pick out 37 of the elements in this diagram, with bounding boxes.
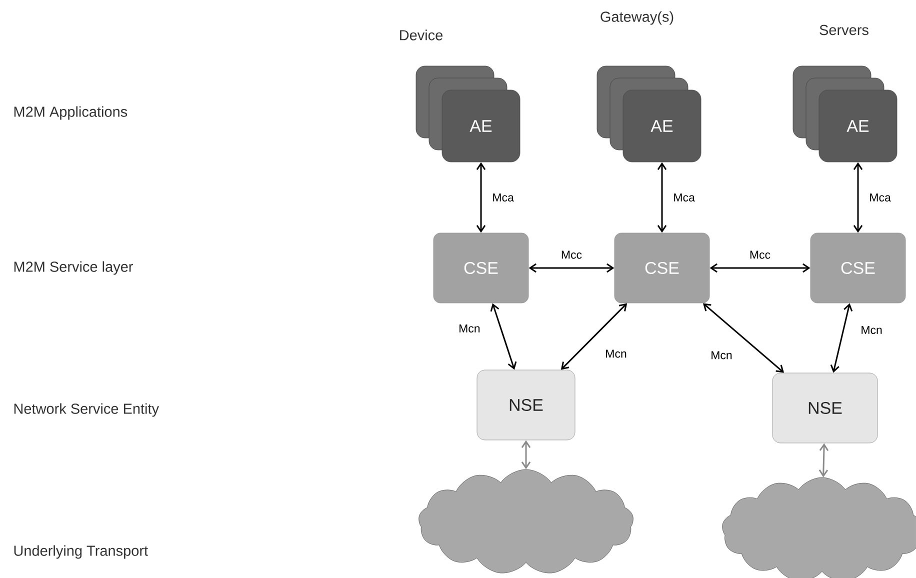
application-entity-stack: AE (416, 66, 520, 162)
application-entity-stack: AE (792, 66, 898, 162)
edge-label: Mcn (458, 323, 482, 334)
arrow (702, 303, 784, 373)
arrow (830, 303, 853, 373)
edge-label: Mca (672, 192, 696, 202)
arrow (657, 162, 667, 233)
edge-label: Mca (868, 192, 892, 202)
edge-label: Mcn (604, 348, 628, 359)
column-heading: Gateway(s) (600, 11, 674, 25)
arrow (710, 263, 810, 273)
service-entity-box: CSE (433, 232, 529, 304)
arrow (490, 303, 517, 370)
cloud (418, 469, 634, 574)
service-entity-box: CSE (810, 232, 906, 304)
edge-label: Mcc (560, 250, 584, 260)
application-entity-stack: AE (596, 66, 702, 162)
row-label: M2M Applications (14, 106, 128, 120)
edge-label: Mcc (748, 250, 772, 260)
arrow (818, 443, 829, 478)
arrow (521, 440, 531, 470)
arrow (476, 162, 486, 233)
service-entity-box: CSE (614, 232, 710, 304)
arrow (528, 263, 614, 273)
row-label: M2M Service layer (14, 261, 133, 275)
arrow (560, 303, 628, 370)
network-service-box: NSE (772, 372, 878, 444)
network-service-box: NSE (476, 370, 576, 440)
column-heading: Servers (820, 24, 868, 36)
arrow (853, 162, 863, 233)
edge-label: Mca (491, 192, 515, 202)
column-heading: Device (400, 30, 442, 40)
edge-label: Mcn (710, 350, 734, 360)
row-label: Network Service Entity (14, 403, 160, 417)
cloud (722, 477, 916, 578)
row-label: Underlying Transport (14, 545, 148, 559)
edge-label: Mcn (860, 324, 884, 335)
